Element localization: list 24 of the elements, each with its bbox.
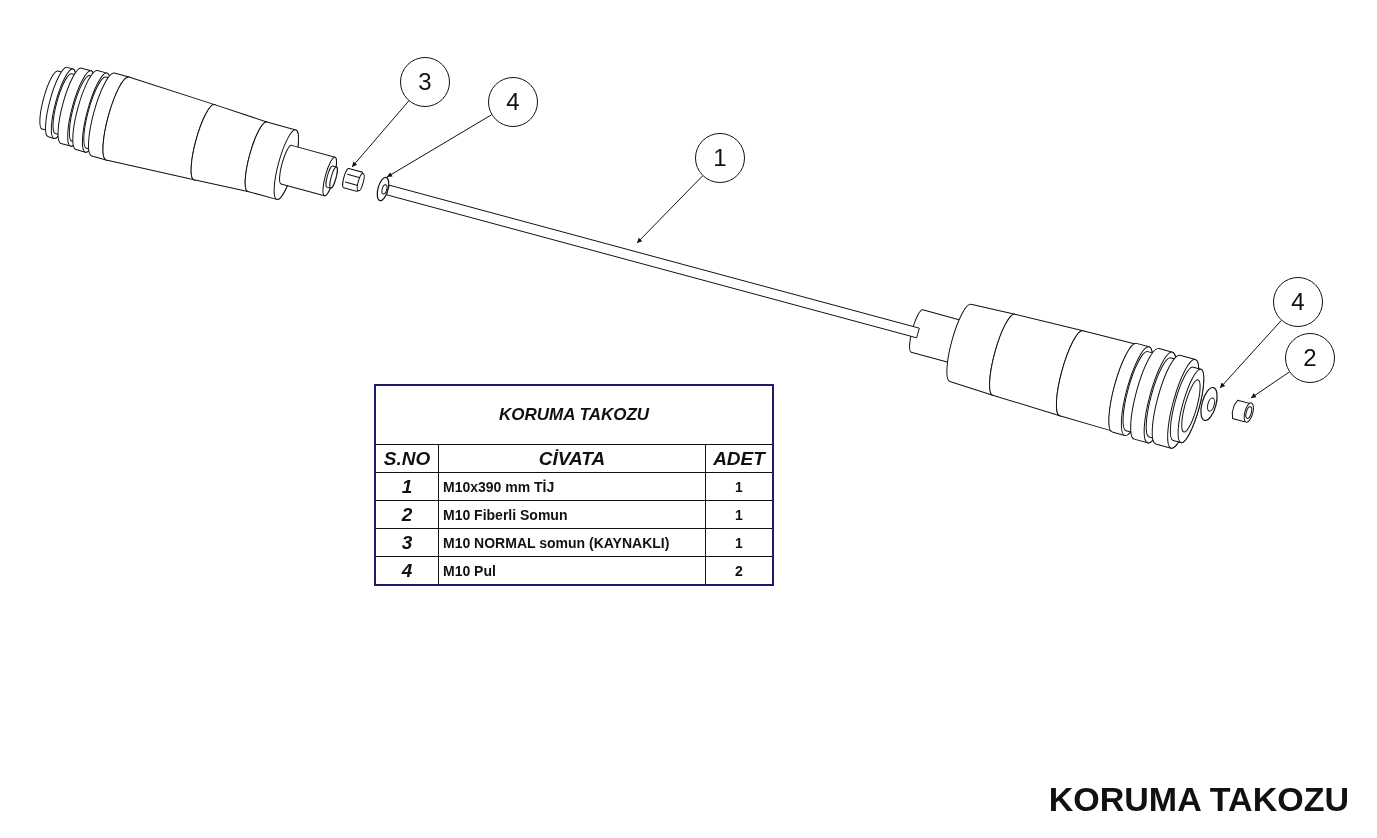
rod-drawing xyxy=(386,184,920,339)
table-cell: 3 xyxy=(375,528,439,557)
table-cell: M10 NORMAL somun (KAYNAKLI) xyxy=(438,528,706,557)
leader-line xyxy=(636,175,704,244)
table-cell: M10 Fiberli Somun xyxy=(438,500,706,529)
nut-drawing xyxy=(1231,399,1254,423)
callout-balloon: 2 xyxy=(1285,333,1335,383)
table-cell: 2 xyxy=(375,500,439,529)
callout-balloon: 4 xyxy=(488,77,538,127)
washer-drawing xyxy=(376,176,390,202)
leader-line xyxy=(351,100,410,168)
callout-balloon: 4 xyxy=(1273,277,1323,327)
leader-line xyxy=(1219,320,1282,389)
nut-drawing xyxy=(342,168,365,192)
column-header: S.NO xyxy=(375,444,439,473)
column-header: CİVATA xyxy=(438,444,706,473)
drawing-title: KORUMA TAKOZU xyxy=(1048,780,1349,819)
callout-balloon: 3 xyxy=(400,57,450,107)
leader-line xyxy=(386,114,492,178)
table-cell: M10x390 mm TİJ xyxy=(438,472,706,501)
table-cell: 1 xyxy=(375,472,439,501)
callout-balloon: 1 xyxy=(695,133,745,183)
leader-line xyxy=(1250,371,1290,399)
washer-drawing xyxy=(1200,386,1218,422)
